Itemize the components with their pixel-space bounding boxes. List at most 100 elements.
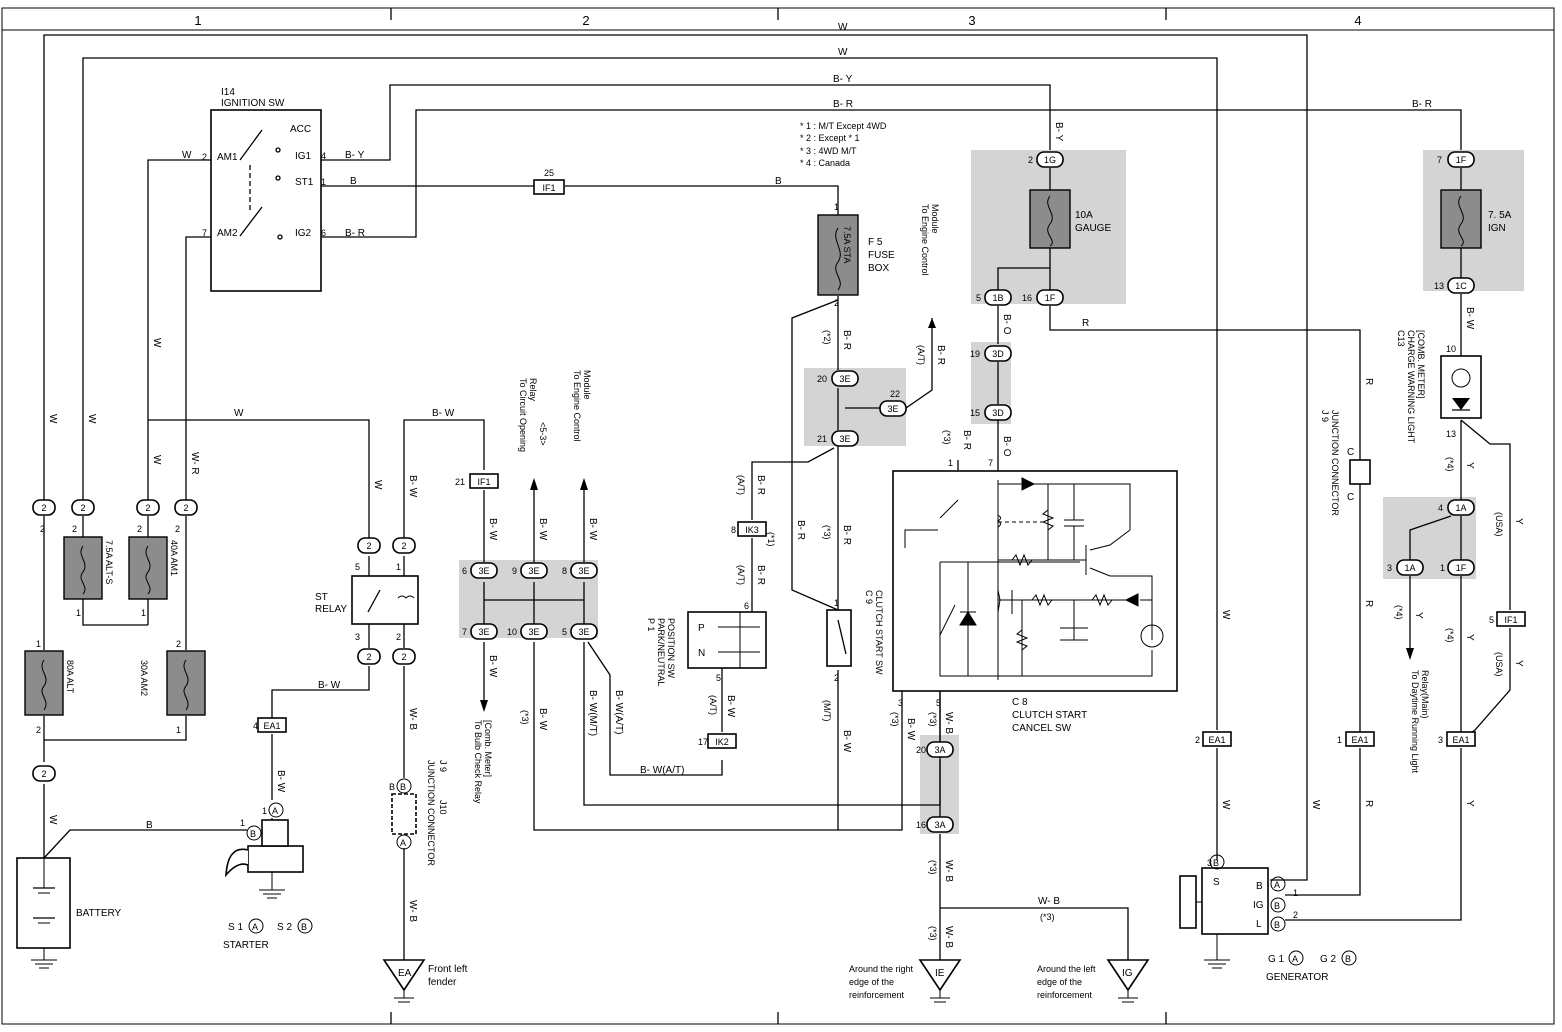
starter-s2-b: B xyxy=(301,922,307,932)
dest-ecm-mid-1: To Engine Control xyxy=(572,370,582,442)
wl-br-2: B- R xyxy=(1412,99,1432,110)
connector-1b: 1B xyxy=(992,293,1003,303)
pin-gen-1: 1 xyxy=(1293,888,1298,898)
clutch-start-switch: C 9 CLUTCH START SW xyxy=(826,590,884,675)
dest-cor-3: <5-3> xyxy=(538,422,548,446)
wl-r-v3: R xyxy=(1363,800,1374,807)
j9-c-bottom: C xyxy=(1347,492,1354,503)
pin-alt-2: 2 xyxy=(36,725,41,735)
legend-line-2: * 2 : Except * 1 xyxy=(800,133,860,143)
pin-ig1: 4 xyxy=(321,151,326,161)
connector-3a-b: 3A xyxy=(934,820,945,830)
pin-3e9: 9 xyxy=(512,566,517,576)
pin-3e10: 10 xyxy=(507,627,517,637)
st-relay-line2: RELAY xyxy=(315,604,347,615)
jc-name: JUNCTION CONNECTOR xyxy=(426,760,436,866)
ignition-switch-name: IGNITION SW xyxy=(221,98,285,109)
wl-w-st: W xyxy=(372,480,383,490)
wl-wb-v5: W- B xyxy=(943,926,954,948)
legend-line-4: * 4 : Canada xyxy=(800,158,850,168)
dest-ecm-top-1: To Engine Control xyxy=(920,204,930,276)
pin-3d15: 15 xyxy=(970,408,980,418)
j9-c-top: C xyxy=(1347,447,1354,458)
wl-w-am1: W xyxy=(182,150,192,161)
wl-y-v2: Y xyxy=(1413,612,1424,619)
clutch-cancel-switch: C 8 CLUTCH START CANCEL SW xyxy=(892,470,1178,734)
round-terminals xyxy=(246,778,1286,932)
wl-wb-v3: W- B xyxy=(943,712,954,734)
wl-at-ik2: (A/T) xyxy=(708,695,718,715)
pin-3e21: 21 xyxy=(817,434,827,444)
wl-bw-v1: B- W xyxy=(407,475,418,498)
pin-st-1: 1 xyxy=(396,562,401,572)
pn-code: P 1 xyxy=(646,618,656,631)
wl-y-v3: Y xyxy=(1464,634,1475,641)
pill-connectors: 1G 1B 1F 1F 1C 3D 3D 3E 3E 3E 3E 3E 3E xyxy=(470,151,1475,833)
gauge-fuse-line1: 10A xyxy=(1075,210,1093,221)
left-fuses: 7.5A ALT-S 40A AM1 80A ALT 30A AM2 xyxy=(24,536,206,716)
column-number-1: 1 xyxy=(194,13,201,28)
pin-st-3: 3 xyxy=(355,632,360,642)
wl-wb-v1: W- B xyxy=(407,708,418,730)
connector-3e-a: 3E xyxy=(839,374,850,384)
pin-ig2: 6 xyxy=(321,228,326,238)
gen-s: S xyxy=(1213,877,1220,888)
connector-ea1-c: EA1 xyxy=(1351,735,1368,745)
clutch-start-name: CLUTCH START SW xyxy=(874,590,884,675)
pin-3e5: 5 xyxy=(562,627,567,637)
fuse-box-f5: F 5 FUSE BOX 7.5A STA xyxy=(817,214,895,296)
starter-s2: S 2 xyxy=(277,922,292,933)
wl-b-bat: B xyxy=(146,820,153,831)
alt-s-fuse-label: 7.5A ALT-S xyxy=(104,540,114,584)
wl-n3-g: (*3) xyxy=(928,926,938,941)
am1-fuse-label: 40A AM1 xyxy=(169,540,179,576)
jc-term-b: B xyxy=(400,782,406,792)
pin-c2a: 2 xyxy=(40,524,45,534)
pin-ik3-8: 8 xyxy=(731,525,736,535)
wl-b-st1: B xyxy=(350,176,357,187)
pin-gen-2: 2 xyxy=(1293,910,1298,920)
pin-13: 13 xyxy=(1446,429,1456,439)
dest-drl-2: Relay(Main) xyxy=(1420,670,1430,719)
wl-w-v5: W xyxy=(1220,610,1231,620)
connector-ea1-b: EA1 xyxy=(1208,735,1225,745)
wl-w-v6: W xyxy=(1220,800,1231,810)
clutch-start-code: C 9 xyxy=(864,590,874,604)
wl-r-v2: R xyxy=(1363,600,1374,607)
pin-ea1-2: 2 xyxy=(1195,735,1200,745)
wire-labels: W W B- Y B- R B- R W B- Y B B- R B W B- … xyxy=(47,22,1524,948)
ground-ig-code: IG xyxy=(1122,968,1133,979)
pin-3e6: 6 xyxy=(462,566,467,576)
fuse-sta-label: 7.5A STA xyxy=(842,226,852,263)
wl-r-v1: R xyxy=(1363,378,1374,385)
legend-line-3: * 3 : 4WD M/T xyxy=(800,146,857,156)
wl-wb-v2: W- B xyxy=(407,900,418,922)
j9-name: JUNCTION CONNECTOR xyxy=(1330,410,1340,516)
ignition-switch: I14 IGNITION SW ACC AM1 IG1 ST1 AM2 IG2 xyxy=(210,87,322,292)
connector-1g: 1G xyxy=(1044,155,1056,165)
wl-w-v7: W xyxy=(1310,800,1321,810)
wl-br-ig2: B- R xyxy=(345,228,365,239)
connector-if1-right: IF1 xyxy=(1504,615,1517,625)
charge-warning-light: C13 CHARGE WARNING LIGHT [COMB. METER] xyxy=(1396,330,1482,444)
connector-if1-mid: IF1 xyxy=(477,477,490,487)
ign-fuse: 7. 5A IGN xyxy=(1440,189,1512,249)
wl-br-v5: B- R xyxy=(935,345,946,365)
ground-ig-line2: edge of the xyxy=(1037,977,1082,987)
wl-wb-ground: W- B xyxy=(1038,896,1060,907)
gen-g1-a: A xyxy=(1292,954,1298,964)
conn-2-h: 2 xyxy=(366,652,371,662)
connector-1f-b: 1F xyxy=(1456,155,1467,165)
connector-1c: 1C xyxy=(1455,281,1467,291)
connector-ik3: IK3 xyxy=(745,525,759,535)
pin-3e20: 20 xyxy=(817,374,827,384)
charge-light-line2: [COMB. METER] xyxy=(1416,330,1426,399)
wl-bw-st: B- W xyxy=(318,680,341,691)
diagram-frame: 1 2 3 4 xyxy=(1,7,1555,1025)
pin-ik2-17: 17 xyxy=(698,737,708,747)
wl-br-ik3b: B- R xyxy=(755,565,766,585)
wl-n3-a: (*3) xyxy=(520,710,530,725)
ground-ie-code: IE xyxy=(935,968,945,979)
conn-2-g: 2 xyxy=(401,541,406,551)
